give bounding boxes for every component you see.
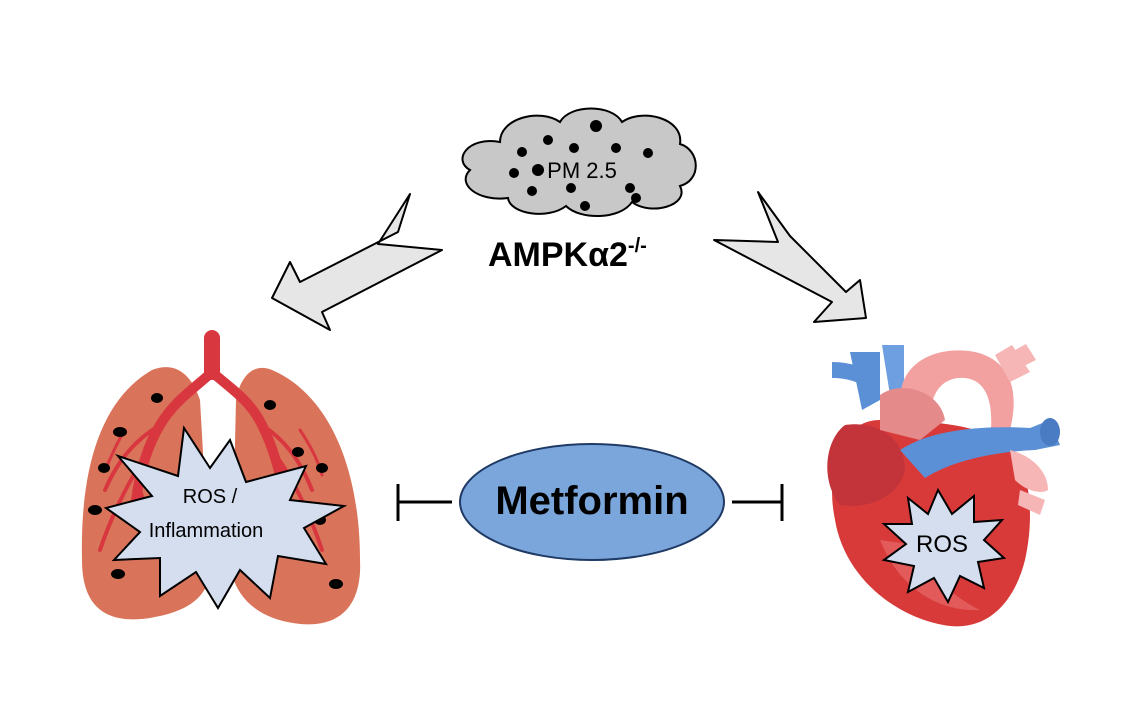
particle-icon bbox=[566, 183, 576, 193]
pm25-label: PM 2.5 bbox=[547, 158, 617, 183]
particle-icon bbox=[113, 427, 127, 437]
arrow-to-lungs bbox=[271, 193, 443, 331]
particle-icon bbox=[532, 164, 544, 176]
particle-icon bbox=[625, 183, 635, 193]
pm25-cloud: PM 2.5 bbox=[461, 107, 697, 217]
genotype-superscript: -/- bbox=[628, 235, 647, 257]
metformin-label: Metformin bbox=[495, 479, 688, 523]
inhibit-heart bbox=[732, 484, 784, 521]
pulmonary-artery bbox=[900, 420, 1060, 478]
arrow-to-heart bbox=[713, 191, 867, 323]
metformin-node: Metformin bbox=[459, 443, 725, 561]
particle-icon bbox=[509, 168, 519, 178]
heart-burst-label: ROS bbox=[916, 531, 968, 558]
particle-icon bbox=[292, 447, 304, 457]
particle-icon bbox=[527, 186, 537, 196]
particle-icon bbox=[316, 463, 328, 473]
particle-icon bbox=[580, 201, 590, 211]
particle-icon bbox=[517, 147, 527, 157]
genotype-base: AMPKα2 bbox=[488, 236, 628, 274]
particle-icon bbox=[88, 505, 102, 515]
particle-icon bbox=[590, 120, 602, 132]
particle-icon bbox=[151, 393, 163, 403]
particle-icon bbox=[569, 143, 579, 153]
lung-ros-burst bbox=[103, 425, 348, 610]
cloud-shape bbox=[461, 107, 697, 217]
particle-icon bbox=[98, 463, 110, 473]
particle-icon bbox=[611, 143, 621, 153]
particle-icon bbox=[111, 569, 125, 579]
right-atrium bbox=[827, 424, 905, 506]
particle-icon bbox=[264, 400, 276, 410]
lung-burst-line1: ROS / bbox=[183, 486, 238, 508]
heart-ros-burst bbox=[881, 487, 1007, 605]
lungs-icon: ROS / Inflammation bbox=[81, 330, 361, 625]
particle-icon bbox=[543, 135, 553, 145]
inhibit-lungs bbox=[396, 484, 452, 521]
lung-particles bbox=[88, 393, 343, 589]
particle-icon bbox=[643, 148, 653, 158]
particle-icon bbox=[631, 193, 641, 203]
genotype-label: AMPKα2-/- bbox=[488, 235, 647, 274]
metformin-pill bbox=[459, 443, 725, 561]
heart-icon: ROS bbox=[827, 344, 1060, 627]
particle-icon bbox=[329, 579, 343, 589]
cloud-particles bbox=[509, 120, 653, 211]
lung-burst-line2: Inflammation bbox=[149, 520, 264, 542]
